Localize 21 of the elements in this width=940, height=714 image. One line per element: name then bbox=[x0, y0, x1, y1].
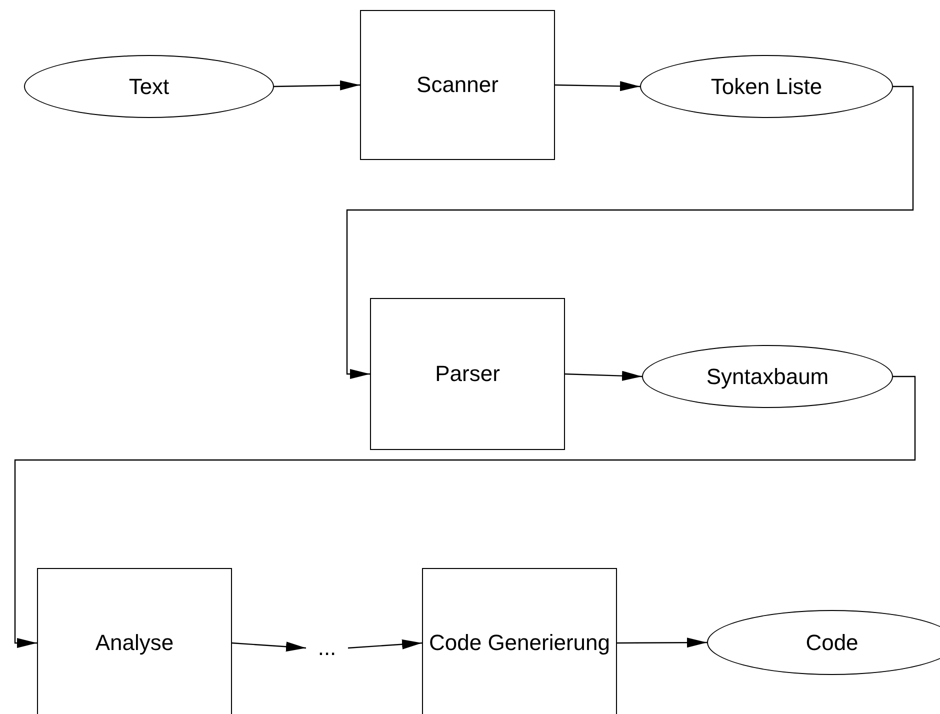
arrow bbox=[346, 86, 914, 379]
node-label: Scanner bbox=[416, 71, 498, 99]
node-label: Text bbox=[128, 72, 170, 100]
arrow bbox=[348, 639, 422, 650]
arrow bbox=[232, 642, 306, 652]
arrow bbox=[617, 638, 707, 648]
ellipsis-text: ... bbox=[318, 634, 336, 662]
arrow bbox=[14, 376, 916, 648]
node-label: Code bbox=[806, 628, 858, 656]
arrow bbox=[554, 81, 640, 92]
arrow bbox=[564, 370, 642, 381]
node-label: Syntaxbaum bbox=[706, 362, 829, 390]
arrow bbox=[274, 80, 360, 90]
process-box bbox=[370, 298, 565, 450]
node-label: Code Generierung bbox=[428, 629, 610, 657]
process-box bbox=[360, 10, 555, 160]
node-label: Token Liste bbox=[710, 72, 822, 100]
node-label: Parser bbox=[435, 360, 500, 388]
process-box bbox=[422, 568, 617, 714]
node-label: Analyse bbox=[95, 629, 174, 657]
process-box bbox=[37, 568, 232, 714]
